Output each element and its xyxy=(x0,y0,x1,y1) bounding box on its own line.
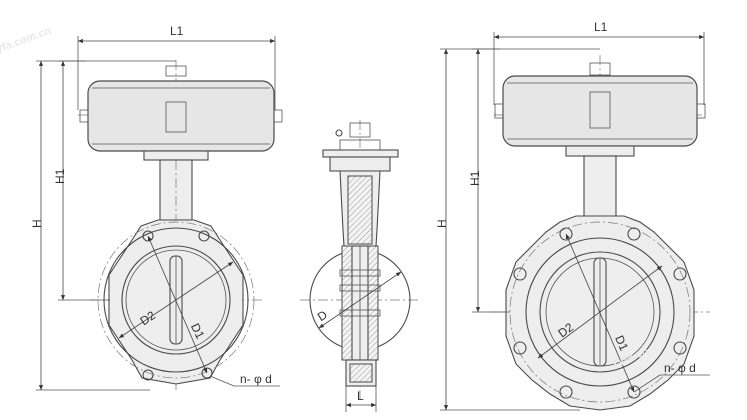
label-h-right: H xyxy=(435,219,449,228)
left-front-view: D2 D1 L1 H H1 n- φ d xyxy=(30,24,283,391)
watermark-top-left: zyfa.com.cn xyxy=(0,25,53,58)
label-h1-right: H1 xyxy=(468,170,482,186)
right-front-view: D2 D1 zyfa.cn L1 H H1 n- φ d xyxy=(435,20,710,411)
label-bolt-holes-right: n- φ d xyxy=(664,361,696,375)
valve-body xyxy=(97,219,255,385)
actuator-right xyxy=(494,62,706,147)
label-bolt-holes: n- φ d xyxy=(240,372,272,386)
label-l1: L1 xyxy=(170,24,184,38)
label-l: L xyxy=(357,389,364,403)
label-d1: D1 xyxy=(188,321,207,341)
side-section-view: D L xyxy=(300,120,420,412)
label-l1-right: L1 xyxy=(594,20,608,34)
label-h: H xyxy=(30,219,44,228)
lug-body xyxy=(505,215,695,411)
label-d: D xyxy=(315,307,330,324)
label-d1-right: D1 xyxy=(612,333,631,353)
actuator xyxy=(79,65,283,152)
label-h1: H1 xyxy=(53,168,67,184)
